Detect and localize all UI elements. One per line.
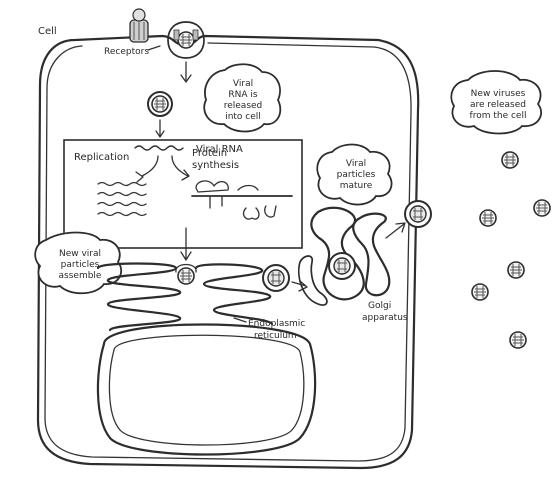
svg-text:New viral: New viral xyxy=(59,249,101,259)
svg-text:Viral: Viral xyxy=(346,159,366,169)
assembling-virion xyxy=(176,265,196,285)
svg-text:particles: particles xyxy=(61,260,100,270)
golgi-label-1: Golgi xyxy=(368,301,391,311)
receptor-left xyxy=(130,9,148,42)
callout-mature: Viral particles mature xyxy=(317,145,391,205)
callout-released: New viruses are released from the cell xyxy=(451,71,541,134)
receptors-label: Receptors xyxy=(104,47,149,57)
er-label-1: Endoplasmic xyxy=(248,319,305,329)
svg-text:assemble: assemble xyxy=(59,271,102,281)
viral-rna-strand xyxy=(135,146,183,150)
endocytosed-virion xyxy=(148,92,172,116)
svg-text:mature: mature xyxy=(340,181,373,191)
svg-text:are released: are released xyxy=(470,100,526,110)
ribosome-strand xyxy=(192,181,292,219)
cell-label: Cell xyxy=(38,26,57,37)
golgi-label-2: apparatus xyxy=(362,313,408,323)
replicated-rna xyxy=(98,183,146,216)
svg-text:into cell: into cell xyxy=(225,112,261,122)
nucleus xyxy=(98,325,315,455)
budding-virion xyxy=(405,201,431,227)
er-vesicle xyxy=(263,265,289,291)
svg-text:RNA is: RNA is xyxy=(228,90,258,100)
protein-synthesis-label-2: synthesis xyxy=(192,160,239,171)
callout-rna-released: Viral RNA is released into cell xyxy=(204,64,280,131)
er-label-2: reticulum xyxy=(254,331,297,341)
callout-new-assemble: New viral particles assemble xyxy=(35,233,121,294)
replication-label: Replication xyxy=(74,152,129,163)
svg-text:from the cell: from the cell xyxy=(470,111,527,121)
svg-text:particles: particles xyxy=(337,170,376,180)
golgi-vesicle xyxy=(329,253,355,279)
svg-text:released: released xyxy=(224,101,263,111)
svg-text:Viral: Viral xyxy=(233,79,253,89)
svg-text:New viruses: New viruses xyxy=(471,89,526,99)
released-virions xyxy=(472,152,550,348)
protein-synthesis-label-1: Protein xyxy=(192,148,227,159)
